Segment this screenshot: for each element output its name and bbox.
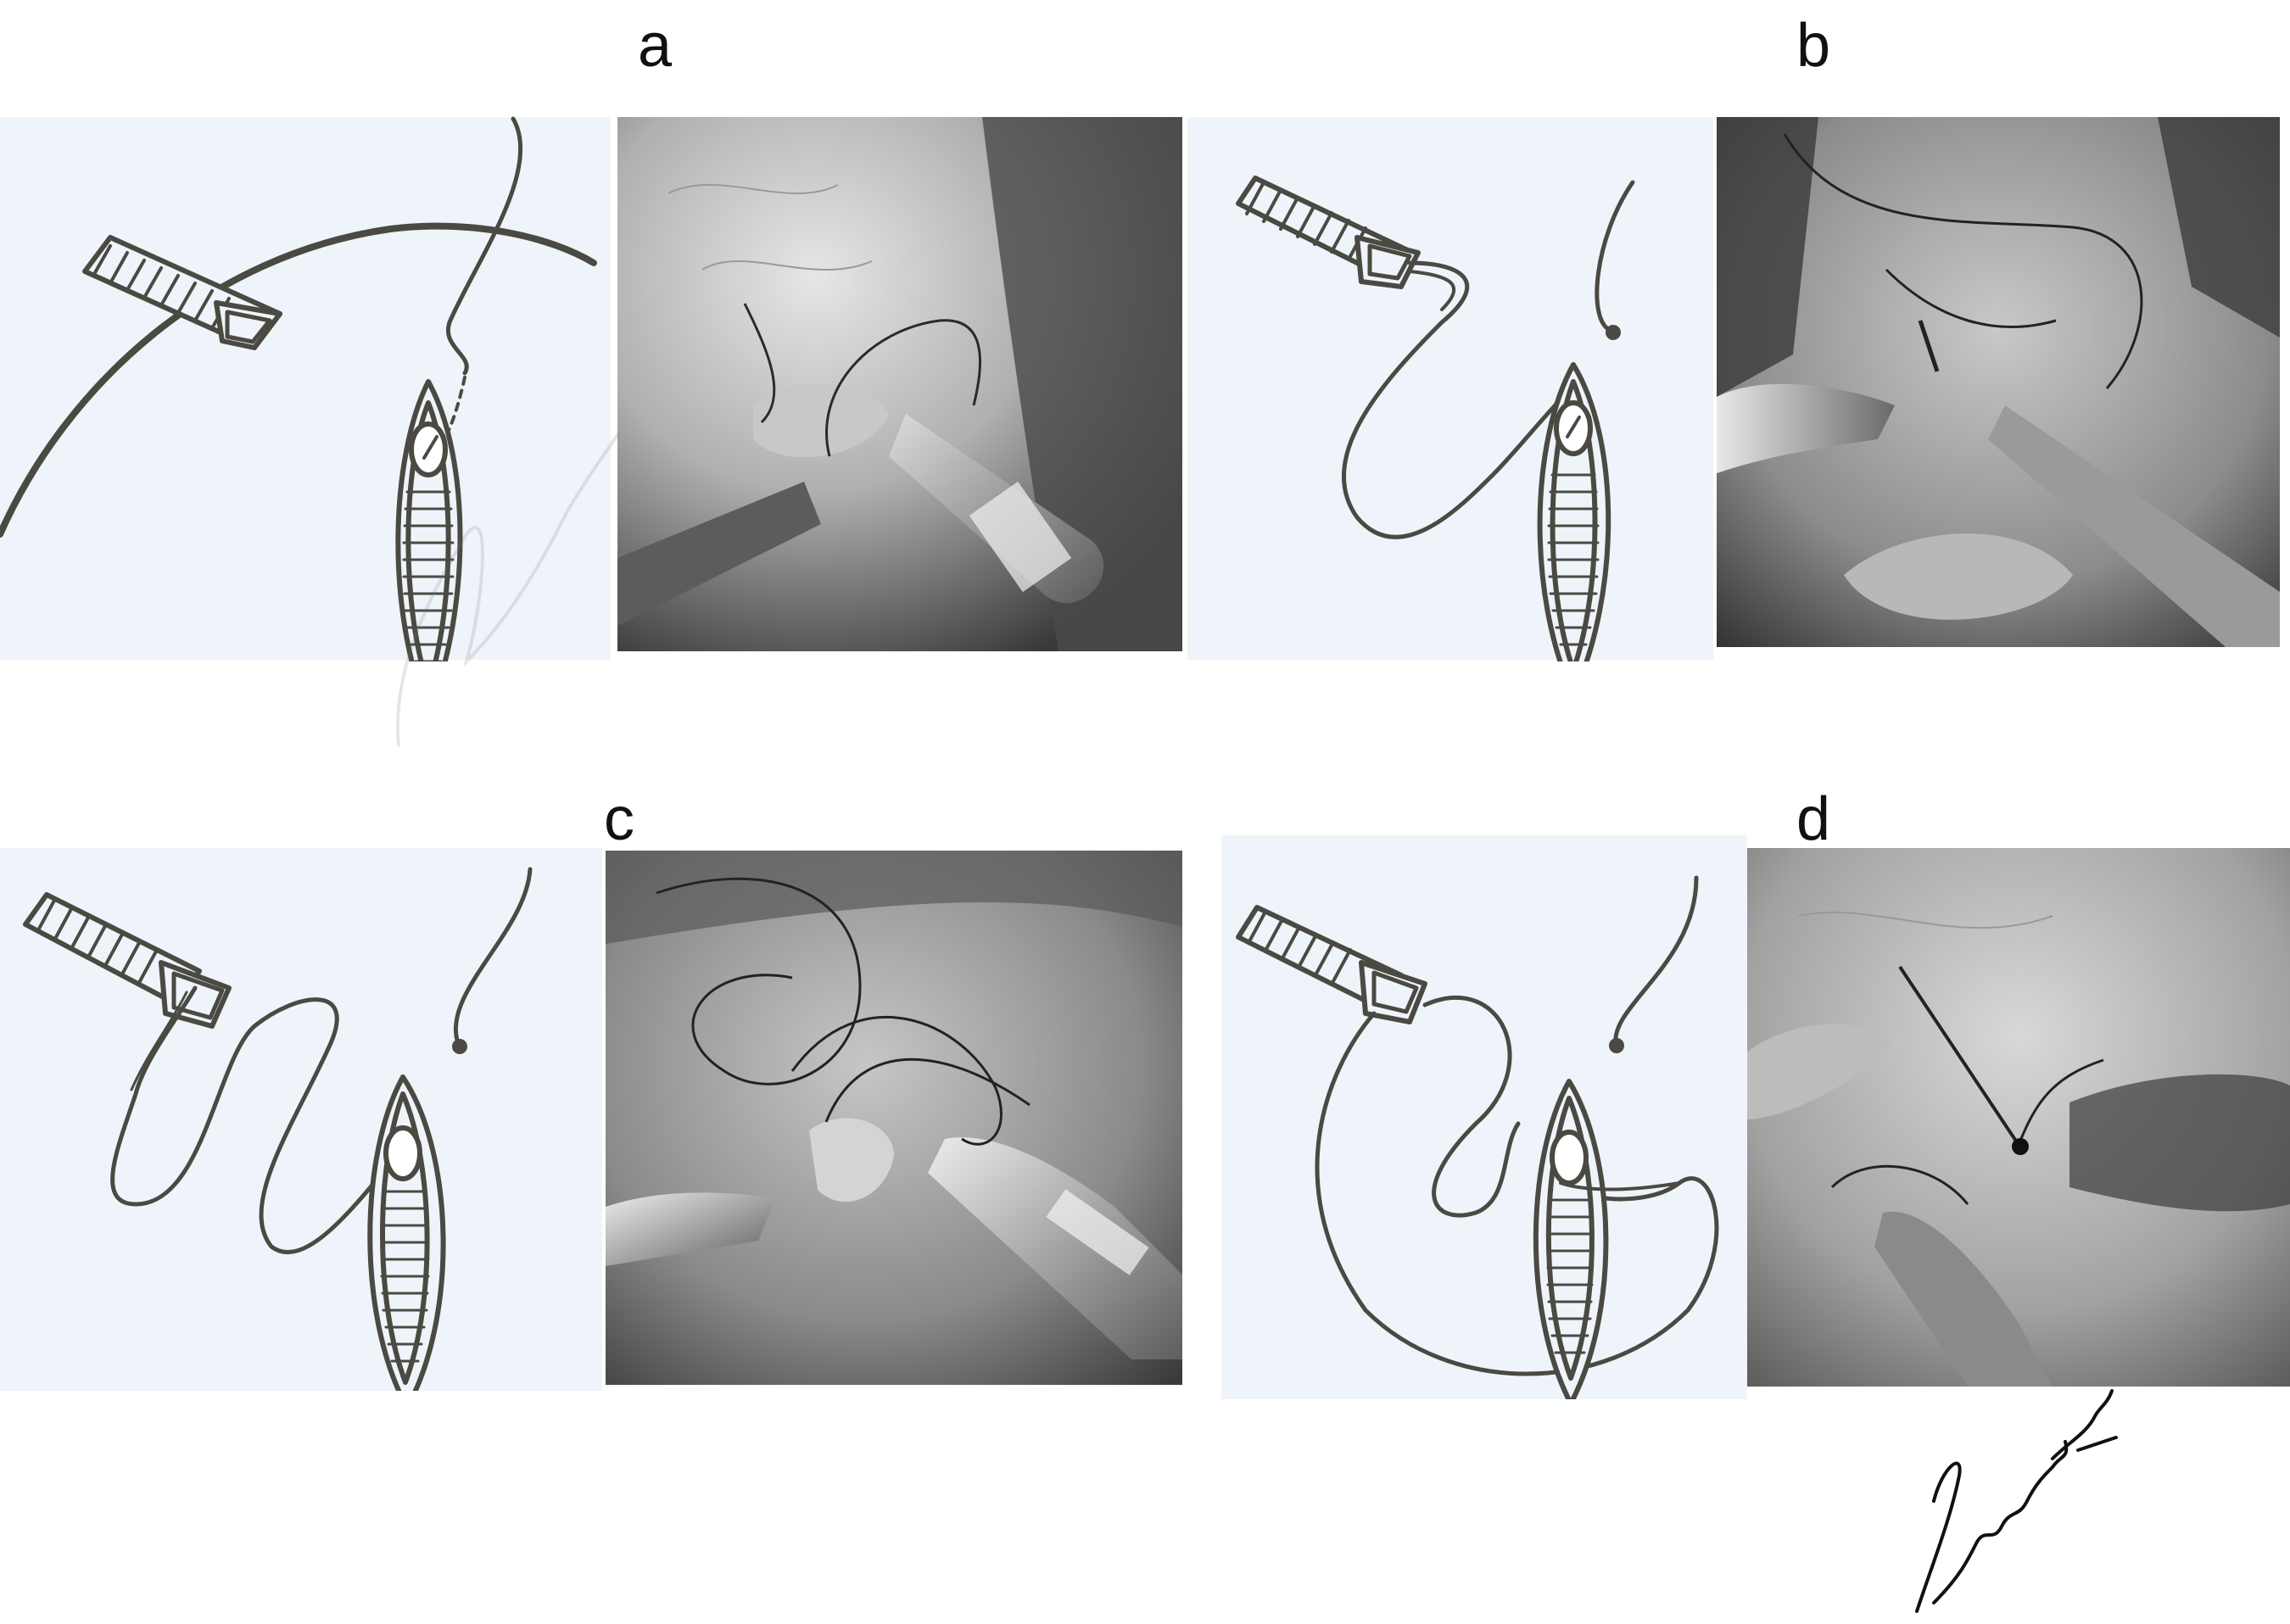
endoscopic-photo-c bbox=[606, 851, 1182, 1385]
panel-label-a: a bbox=[638, 12, 673, 80]
sketch-background-a bbox=[0, 117, 611, 660]
endoscopic-photo-d bbox=[1747, 848, 2290, 1387]
watermark-signature-faint bbox=[365, 407, 636, 763]
signature-leticia-sato bbox=[1883, 1374, 2137, 1620]
suture-sketch-c bbox=[0, 848, 602, 1391]
endoscopic-photo-b bbox=[1717, 117, 2280, 647]
endoscopic-photo-a bbox=[617, 117, 1182, 651]
suture-sketch-a bbox=[0, 102, 611, 661]
panel-label-d: d bbox=[1796, 785, 1831, 853]
suture-sketch-b bbox=[1187, 102, 1713, 661]
panel-label-b: b bbox=[1796, 12, 1831, 80]
suture-sketch-d bbox=[1221, 835, 1747, 1399]
panel-label-c: c bbox=[604, 785, 634, 853]
